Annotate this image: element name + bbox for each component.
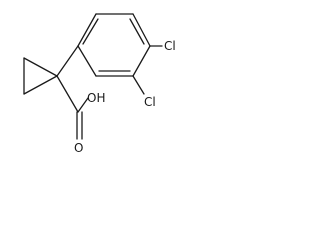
- cl-meta-bond: [132, 75, 145, 95]
- cyclopropane-bond-2: [23, 57, 58, 77]
- aromatic-bond-1-inner: [82, 18, 99, 45]
- c-oh-bond: [77, 97, 89, 113]
- aromatic-bond-4: [132, 45, 151, 77]
- aromatic-bond-6: [77, 45, 97, 77]
- hydroxyl-label: OH: [87, 91, 105, 105]
- aromatic-bond-3-inner: [129, 18, 145, 45]
- aromatic-bond-3: [132, 13, 151, 47]
- molecule-structure: Cl Cl OH O: [23, 13, 176, 155]
- carbonyl-oxygen-label: O: [74, 141, 83, 155]
- aromatic-bond-1: [77, 13, 97, 47]
- cl-para-label: Cl: [164, 39, 176, 53]
- cyclopropane-ring: [23, 57, 58, 95]
- ring-to-aryl-bond: [56, 45, 79, 77]
- benzene-ring: [77, 13, 151, 77]
- cyclopropane-bond-3: [23, 75, 58, 95]
- cl-meta-label: Cl: [144, 95, 156, 109]
- carboxyl-c-bond: [56, 75, 79, 113]
